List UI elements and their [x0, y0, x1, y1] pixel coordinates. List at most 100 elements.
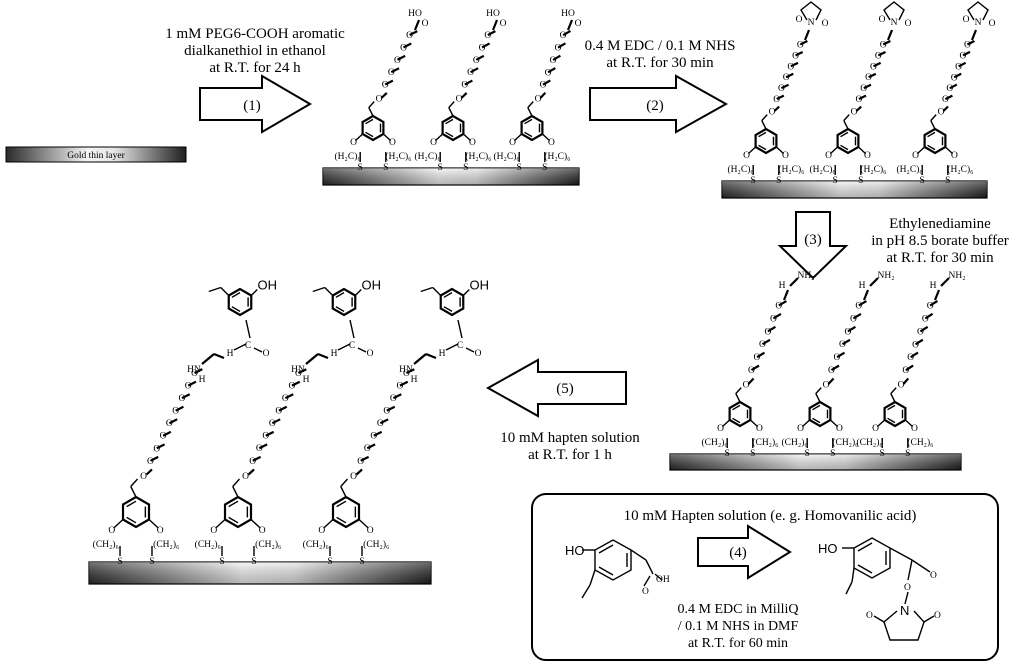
- peg-oxygen: O: [792, 51, 799, 61]
- gold-substrate: [721, 180, 988, 199]
- peg-oxygen: O: [902, 366, 909, 376]
- benzene-ring: [520, 114, 544, 142]
- benzyl-ether-oxygen: O: [140, 472, 147, 482]
- step-1: 1 mM PEG6-COOH aromatic dialkanethiol in…: [165, 26, 345, 134]
- bond-line: [175, 405, 184, 412]
- alkyl-chain-label: (CH₂)₆: [782, 437, 808, 448]
- peg-oxygen: O: [377, 419, 384, 429]
- step-5-number: (5): [556, 381, 574, 397]
- carbonyl-oxygen: O: [367, 349, 374, 359]
- ether-oxygen: O: [872, 424, 879, 434]
- bond-line: [970, 29, 978, 41]
- bond-line: [445, 118, 454, 125]
- ether-oxygen: O: [912, 151, 919, 161]
- peg-oxygen: O: [160, 432, 167, 442]
- acid-o: O: [500, 19, 507, 29]
- acid-o: O: [422, 19, 429, 29]
- bond-line: [933, 289, 941, 301]
- step-4-number: (4): [729, 545, 747, 561]
- bond-line: [443, 306, 453, 312]
- thiol-sulfur: S: [542, 163, 547, 173]
- alkyl-chain-label: (CH₂)₆: [153, 539, 179, 550]
- bond-line: [944, 94, 953, 101]
- step-4-line-3: at R.T. for 60 min: [688, 636, 788, 651]
- bond-line: [749, 419, 759, 428]
- bond-line: [366, 443, 376, 450]
- thiol-sulfur: S: [358, 163, 363, 173]
- peg-oxygen: O: [382, 80, 389, 90]
- bond-line: [761, 114, 768, 122]
- bond-line: [228, 516, 239, 524]
- bond-line: [790, 61, 799, 68]
- gold-substrate: [88, 561, 432, 585]
- bond-line: [373, 430, 383, 437]
- peg-oxygen: O: [269, 419, 276, 429]
- bond-line: [312, 286, 325, 293]
- carbonyl-carbon: C: [245, 341, 251, 351]
- peg-oxygen: O: [783, 73, 790, 83]
- benzene-ring: [883, 400, 907, 428]
- peg-oxygen: O: [295, 369, 302, 379]
- peg-oxygen: O: [357, 457, 364, 467]
- step-1-arrow: [199, 74, 312, 134]
- bond-line: [904, 419, 914, 428]
- ether-oxygen: O: [157, 526, 164, 536]
- succinimide-ring: [800, 1, 822, 21]
- alkyl-chain-label: (H₂C)₆: [810, 164, 836, 175]
- peg-oxygen: O: [907, 353, 914, 363]
- thiol-sulfur: S: [880, 449, 885, 459]
- carbonyl-carbon: C: [457, 341, 463, 351]
- bond-line: [795, 50, 804, 57]
- bond-line: [460, 92, 468, 99]
- ester-o-label: O: [904, 583, 911, 593]
- acid-oh-label: OH: [656, 575, 670, 585]
- step-3-line-1: Ethylenediamine: [889, 216, 991, 232]
- step-3-line-3: at R.T. for 30 min: [886, 250, 994, 266]
- bond-line: [775, 146, 785, 155]
- peg-oxygen: O: [256, 444, 263, 454]
- bond-line: [843, 114, 850, 122]
- bond-line: [944, 146, 954, 155]
- bond-line: [265, 430, 275, 437]
- ether-oxygen: O: [430, 138, 437, 148]
- peg-oxygen: O: [383, 407, 390, 417]
- benzene-ring: [361, 114, 385, 142]
- bond-line: [291, 380, 301, 387]
- alkyl-chain-label: (H₂C)₆: [778, 164, 804, 175]
- bond-line: [758, 131, 767, 138]
- bond-line: [953, 72, 962, 79]
- bond-line: [324, 287, 334, 296]
- ether-oxygen: O: [367, 526, 374, 536]
- bond-line: [323, 518, 334, 529]
- bond-line: [566, 19, 574, 31]
- bond-line: [457, 319, 463, 339]
- bond-line: [773, 105, 780, 112]
- bond-line: [228, 500, 239, 508]
- peg-oxygen: O: [955, 62, 962, 72]
- bond-line: [524, 131, 533, 138]
- benzyl-ether-oxygen: O: [823, 381, 830, 391]
- bond-line: [890, 387, 897, 395]
- succinimide-ring: [883, 1, 905, 21]
- peg-oxygen: O: [870, 62, 877, 72]
- peg-oxygen: O: [797, 40, 804, 50]
- benzene-ring: [331, 495, 361, 529]
- alkyl-chain-label: (H₂C)₆: [494, 151, 520, 162]
- step-5-arrow: [485, 358, 627, 418]
- nhs-nitrogen: N: [891, 18, 898, 28]
- bond-line: [481, 42, 491, 49]
- thiol-sulfur: S: [117, 557, 122, 567]
- nhs-o-left: O: [866, 611, 873, 621]
- amide-h: H: [779, 281, 786, 291]
- bond-line: [392, 393, 402, 400]
- bond-line: [445, 343, 459, 351]
- bond-line: [868, 72, 877, 79]
- bare-gold-layer: Gold thin layer: [5, 146, 187, 163]
- bond-line: [547, 67, 556, 74]
- inset-title: 10 mM Hapten solution (e. g. Homovanilic…: [624, 508, 917, 524]
- amide-hn: HN: [187, 365, 201, 375]
- bond-line: [349, 319, 355, 339]
- bond-line: [756, 351, 766, 359]
